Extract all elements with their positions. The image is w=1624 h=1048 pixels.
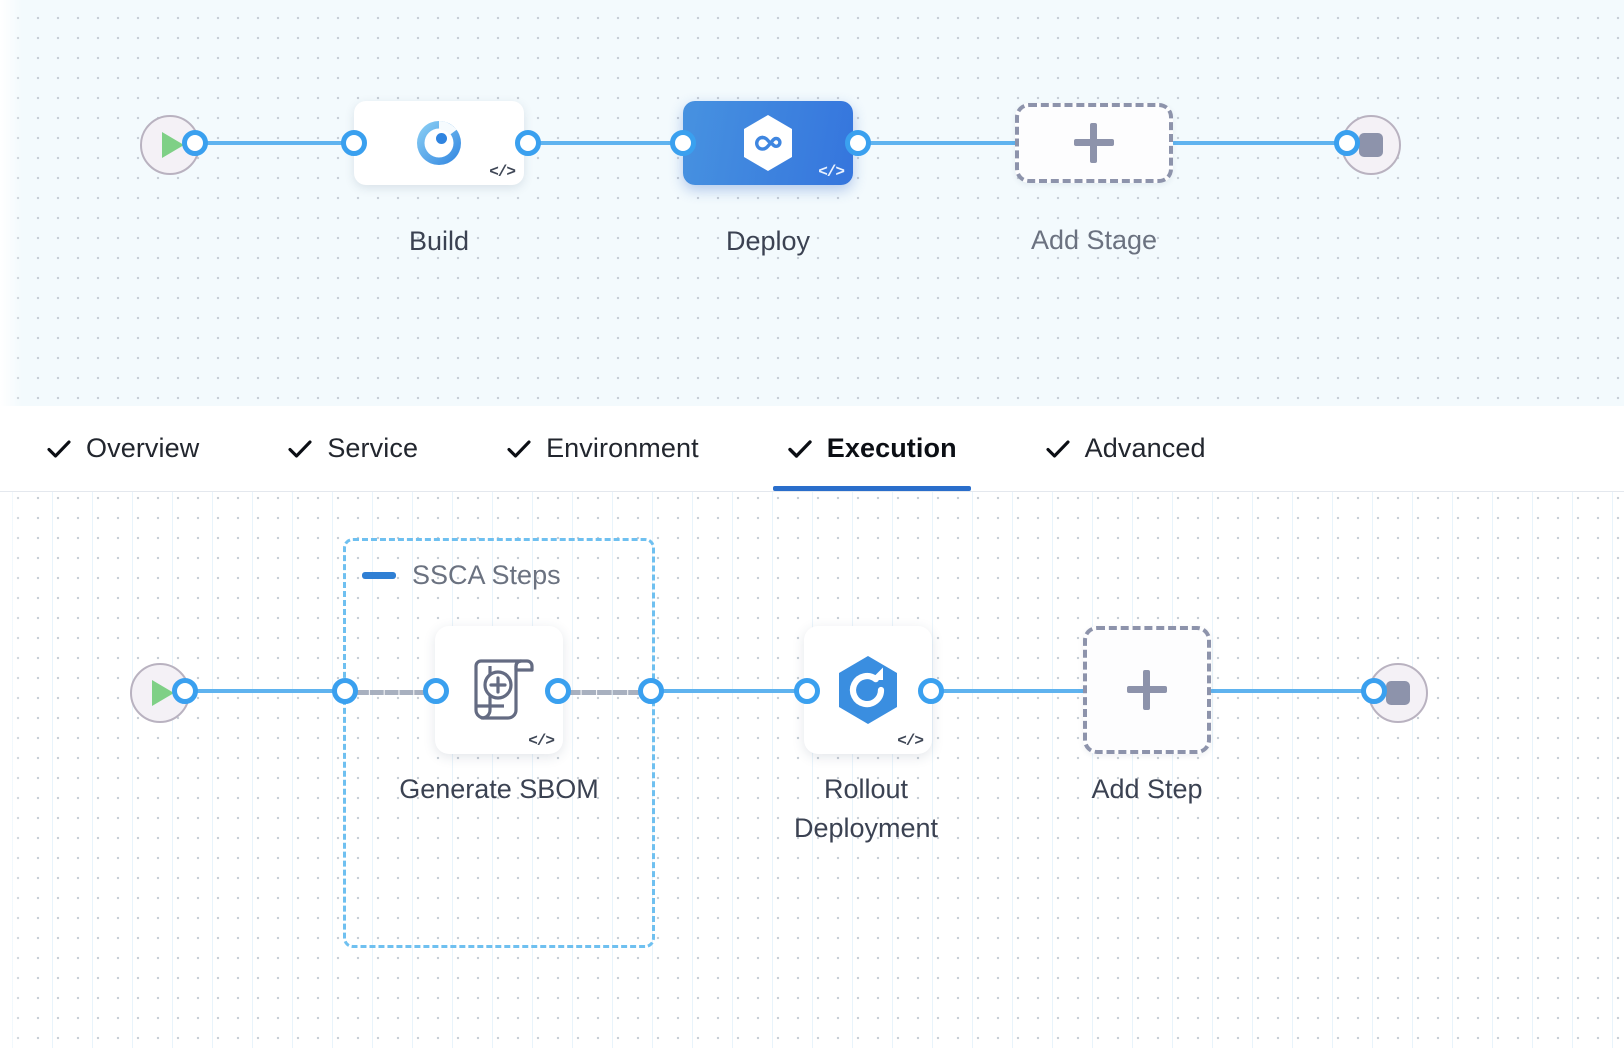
port-exec-end-in[interactable] <box>1361 678 1387 704</box>
stage-canvas[interactable]: </> Build </> Deploy Add Stage <box>0 0 1624 406</box>
port-build-in[interactable] <box>341 130 367 156</box>
edge-build-to-deploy <box>515 141 695 145</box>
tab-execution[interactable]: Execution <box>772 406 971 491</box>
port-rollout-in[interactable] <box>794 678 820 704</box>
plus-icon <box>1127 670 1167 710</box>
tab-service[interactable]: Service <box>273 406 432 491</box>
edge-group-in-to-sbom <box>355 690 435 695</box>
step-node-generate-sbom[interactable]: </> <box>435 626 563 754</box>
edge-deploy-to-addstage <box>845 141 1025 145</box>
tab-overview[interactable]: Overview <box>32 406 213 491</box>
port-build-out[interactable] <box>515 130 541 156</box>
check-icon <box>1045 436 1071 462</box>
edge-sbom-to-group-out <box>566 690 650 695</box>
port-group-out[interactable] <box>638 678 664 704</box>
tab-advanced[interactable]: Advanced <box>1031 406 1220 491</box>
add-stage-button[interactable] <box>1015 103 1173 183</box>
edge-addstage-to-end <box>1172 141 1362 145</box>
stage-label-build: Build <box>408 226 470 256</box>
ssca-steps-group-header[interactable]: SSCA Steps <box>362 560 561 591</box>
port-rollout-out[interactable] <box>918 678 944 704</box>
deploy-code-badge[interactable]: </> <box>818 163 845 181</box>
play-icon <box>152 680 174 706</box>
edge-start-to-build <box>180 141 360 145</box>
group-label: SSCA Steps <box>412 560 561 590</box>
edge-addstep-to-end <box>1210 689 1382 693</box>
rollout-code-badge[interactable]: </> <box>897 732 924 750</box>
add-step-button[interactable] <box>1083 626 1211 754</box>
tab-environment[interactable]: Environment <box>492 406 713 491</box>
execution-end-node[interactable] <box>1368 663 1428 723</box>
scroll-plus-icon <box>462 654 536 726</box>
check-icon <box>506 436 532 462</box>
port-deploy-out[interactable] <box>845 130 871 156</box>
step-label-generate-sbom: Generate SBOM <box>399 774 599 804</box>
port-group-in[interactable] <box>332 678 358 704</box>
stage-label-deploy: Deploy <box>725 226 811 256</box>
build-code-badge[interactable]: </> <box>489 163 516 181</box>
minus-icon[interactable] <box>362 572 396 579</box>
ssca-steps-group[interactable] <box>343 538 655 948</box>
tab-label: Overview <box>86 433 200 463</box>
sbom-code-badge[interactable]: </> <box>528 732 555 750</box>
rollout-hexagon-icon <box>835 654 901 726</box>
port-sbom-in[interactable] <box>423 678 449 704</box>
edge-rollout-to-addstep <box>930 689 1090 693</box>
stop-icon <box>1359 133 1383 157</box>
stage-config-tabbar: Overview Service Environment Execution <box>0 406 1624 492</box>
check-icon <box>787 436 813 462</box>
plus-icon <box>1074 123 1114 163</box>
edge-start-to-group <box>170 689 352 693</box>
tab-label: Advanced <box>1084 433 1206 463</box>
tab-label: Environment <box>546 433 699 463</box>
step-node-rollout-deployment[interactable]: </> <box>804 626 932 754</box>
play-icon <box>162 132 184 158</box>
stop-icon <box>1386 681 1410 705</box>
port-start-out[interactable] <box>182 130 208 156</box>
tab-label: Service <box>327 433 419 463</box>
add-stage-label: Add Stage <box>1030 225 1158 255</box>
execution-canvas[interactable]: SSCA Steps <box>0 478 1624 1048</box>
tab-list: Overview Service Environment Execution <box>0 406 1624 491</box>
port-end-in[interactable] <box>1334 130 1360 156</box>
deploy-cd-hexagon-icon <box>740 113 796 173</box>
step-label-rollout-deployment: Rollout Deployment <box>793 774 939 844</box>
build-ci-icon <box>411 115 467 171</box>
stage-node-deploy[interactable]: </> <box>683 101 853 185</box>
port-deploy-in[interactable] <box>670 130 696 156</box>
add-step-label: Add Step <box>1091 774 1203 804</box>
port-sbom-out[interactable] <box>545 678 571 704</box>
check-icon <box>287 436 313 462</box>
stage-node-build[interactable]: </> <box>354 101 524 185</box>
check-icon <box>46 436 72 462</box>
edge-group-to-rollout <box>650 689 820 693</box>
tab-label: Execution <box>826 433 957 463</box>
port-exec-start-out[interactable] <box>172 678 198 704</box>
